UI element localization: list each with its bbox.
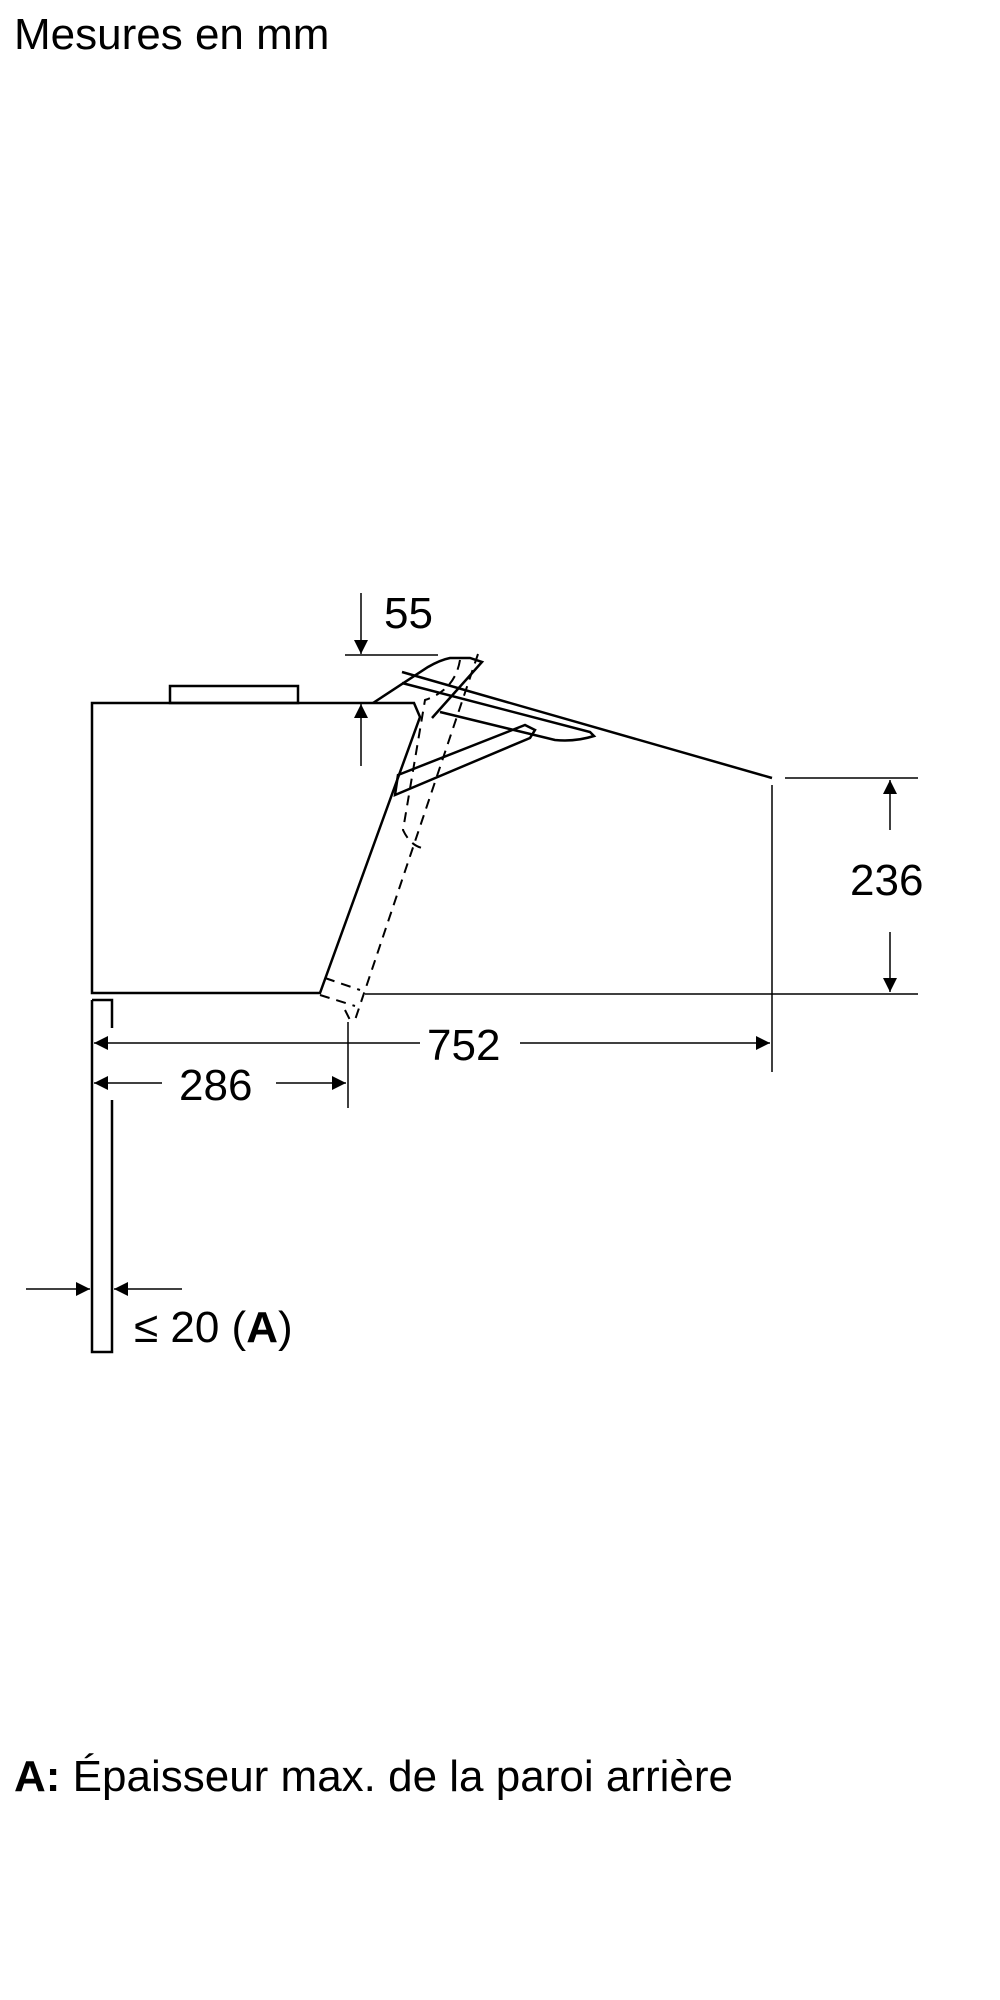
legend-text: Épaisseur max. de la paroi arrière (60, 1752, 733, 1801)
dimension-236-label: 236 (850, 856, 923, 905)
legend-note: A: Épaisseur max. de la paroi arrière (14, 1752, 733, 1802)
dashed-hidden-lines (319, 653, 479, 1021)
dimension-55-label: 55 (384, 589, 433, 638)
rear-wall (90, 998, 114, 1354)
dimension-wall-thickness-label: ≤ 20 (A) (134, 1303, 293, 1352)
dimension-752-label: 752 (427, 1021, 500, 1070)
extension-lines (345, 654, 918, 1108)
open-glass-panel (372, 656, 773, 798)
legend-key: A: (14, 1752, 61, 1801)
dimension-286-label: 286 (179, 1061, 252, 1110)
hood-body (90, 684, 422, 995)
measurement-units-caption: Mesures en mm (14, 10, 330, 59)
